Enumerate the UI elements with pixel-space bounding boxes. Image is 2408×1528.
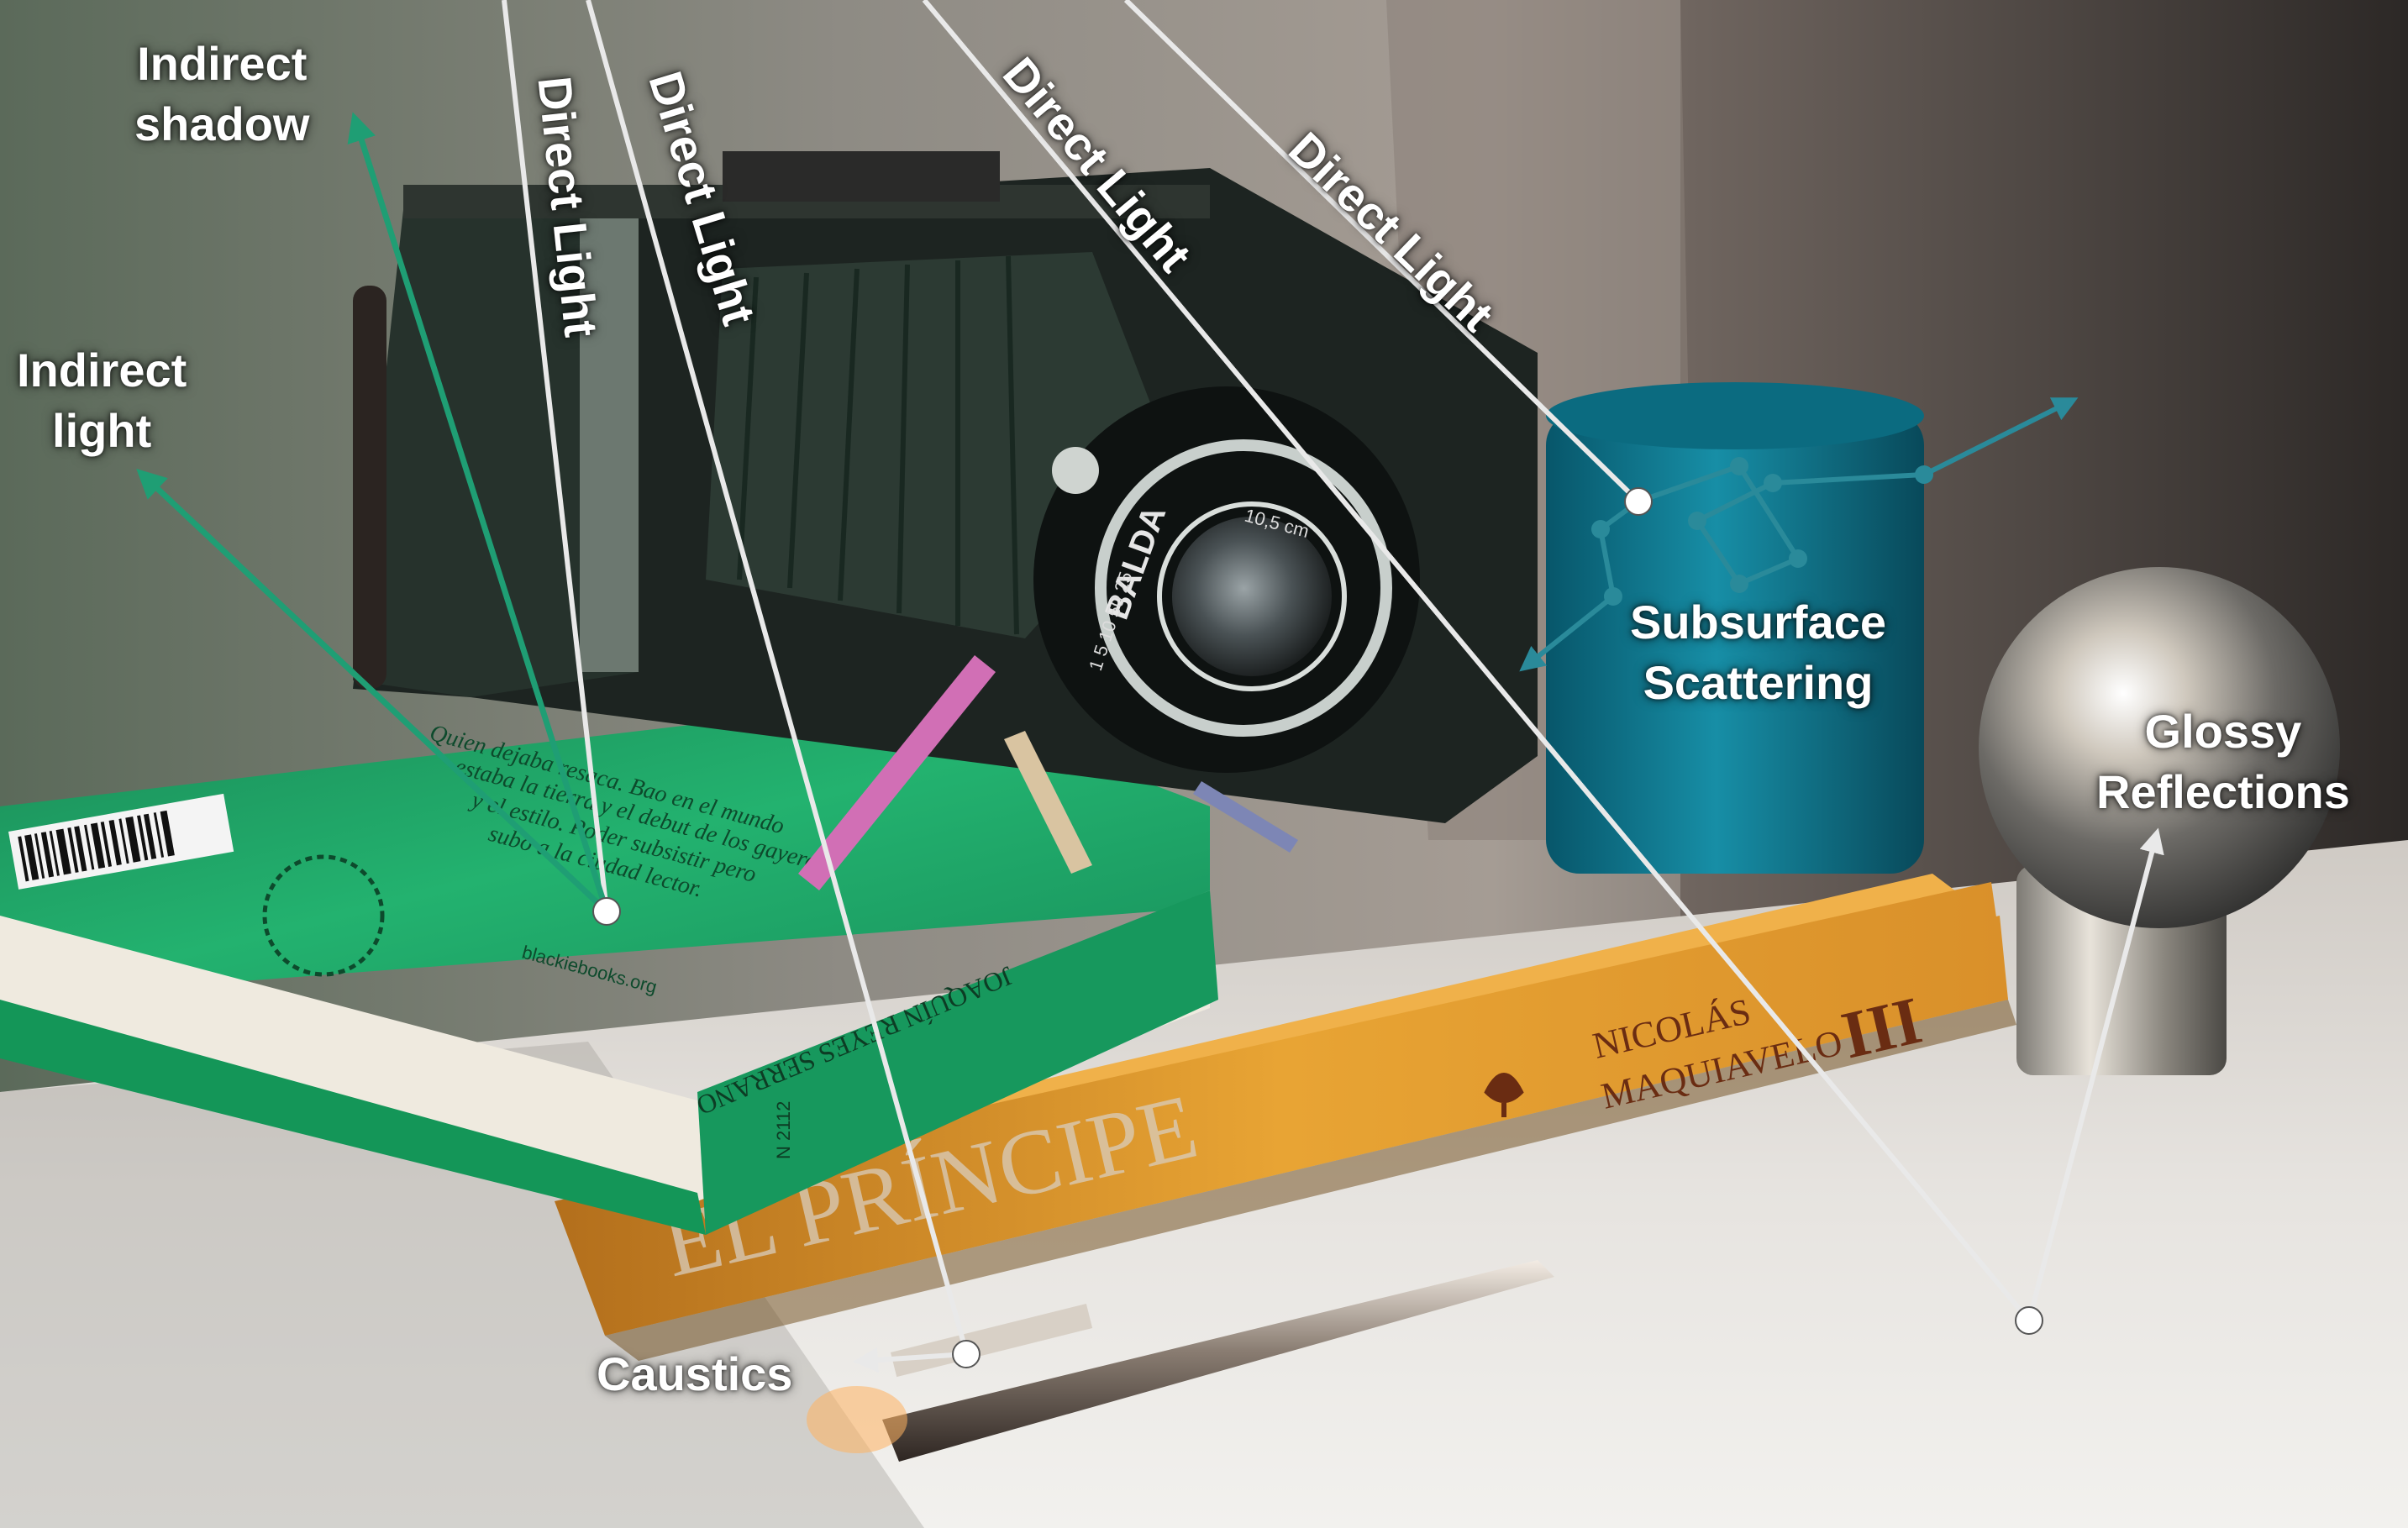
- fleur-de-lis-icon: [1484, 1073, 1524, 1117]
- camera-shutter-knob: [1052, 447, 1099, 494]
- candle: [1546, 412, 1924, 874]
- lens-inner-ring: [1157, 501, 1347, 691]
- camera-strap: [353, 286, 386, 689]
- label-glossy-line-1: Glossy: [2144, 705, 2302, 758]
- blue-pen: [1193, 781, 1298, 853]
- orange-book-series-mark: III: [1835, 984, 1928, 1074]
- label-glossy-line-2: Reflections: [2096, 765, 2350, 818]
- ballpoint-pen: [882, 1260, 1554, 1462]
- direct-light-lines: [502, 0, 2032, 1353]
- camera-left-edge: [580, 202, 639, 672]
- wood-pencil: [1004, 731, 1092, 874]
- indirect-light-arrow: [136, 469, 609, 914]
- subsurface-path-down: [1519, 499, 1640, 672]
- lens-silver-ring: [1095, 439, 1392, 737]
- label-indirect-light: Indirect light: [17, 340, 187, 461]
- label-subsurface-scattering: Subsurface Scattering: [1630, 592, 1886, 713]
- label-indirect-light-line-1: Indirect: [17, 344, 187, 396]
- point-indirect-origin: [592, 897, 621, 926]
- label-subsurface-line-2: Scattering: [1643, 656, 1874, 709]
- point-table: [2015, 1306, 2043, 1335]
- direct-light-line-1: [502, 0, 609, 912]
- caustics-arrow: [853, 1347, 967, 1373]
- direct-light-line-2: [586, 0, 969, 1353]
- orange-book-shadow: [605, 1000, 2016, 1361]
- subsurface-path: [1638, 397, 2079, 587]
- pink-pencil: [798, 655, 996, 890]
- glossy-sphere: [1979, 567, 2340, 928]
- publisher-logo-icon: [262, 854, 385, 977]
- barcode-icon: [8, 793, 234, 890]
- bellows-folds: [737, 255, 1019, 635]
- point-candle: [1624, 487, 1653, 516]
- lens-glass: [1172, 517, 1332, 676]
- label-glossy-reflections: Glossy Reflections: [2096, 701, 2350, 822]
- table-shadow-left: [0, 1042, 924, 1528]
- camera-viewfinder: [723, 151, 1000, 202]
- green-book-spine-code: N 2112: [773, 1101, 794, 1159]
- direct-light-line-4: [1123, 0, 1641, 504]
- indirect-shadow-arrow: [347, 112, 610, 913]
- green-book-front-board: [697, 890, 1218, 1235]
- label-caustics: Caustics: [597, 1347, 793, 1400]
- label-indirect-shadow-line-1: Indirect: [137, 37, 308, 90]
- green-book-bottom-board: [0, 1000, 706, 1235]
- direct-light-line-3: [922, 0, 2032, 1322]
- pen-clip: [890, 1303, 1093, 1378]
- label-subsurface-line-1: Subsurface: [1630, 596, 1886, 648]
- point-pen-clip: [952, 1340, 981, 1368]
- label-indirect-shadow-line-2: shadow: [134, 97, 310, 150]
- label-indirect-shadow: Indirect shadow: [134, 34, 309, 155]
- orange-book-face: [555, 882, 2008, 1336]
- subsurface-nodes: [1591, 457, 1933, 606]
- candle-top: [1546, 382, 1924, 449]
- label-indirect-light-line-2: light: [52, 404, 152, 457]
- glossy-arrow-up: [2027, 827, 2164, 1321]
- caustic-glow: [807, 1386, 907, 1453]
